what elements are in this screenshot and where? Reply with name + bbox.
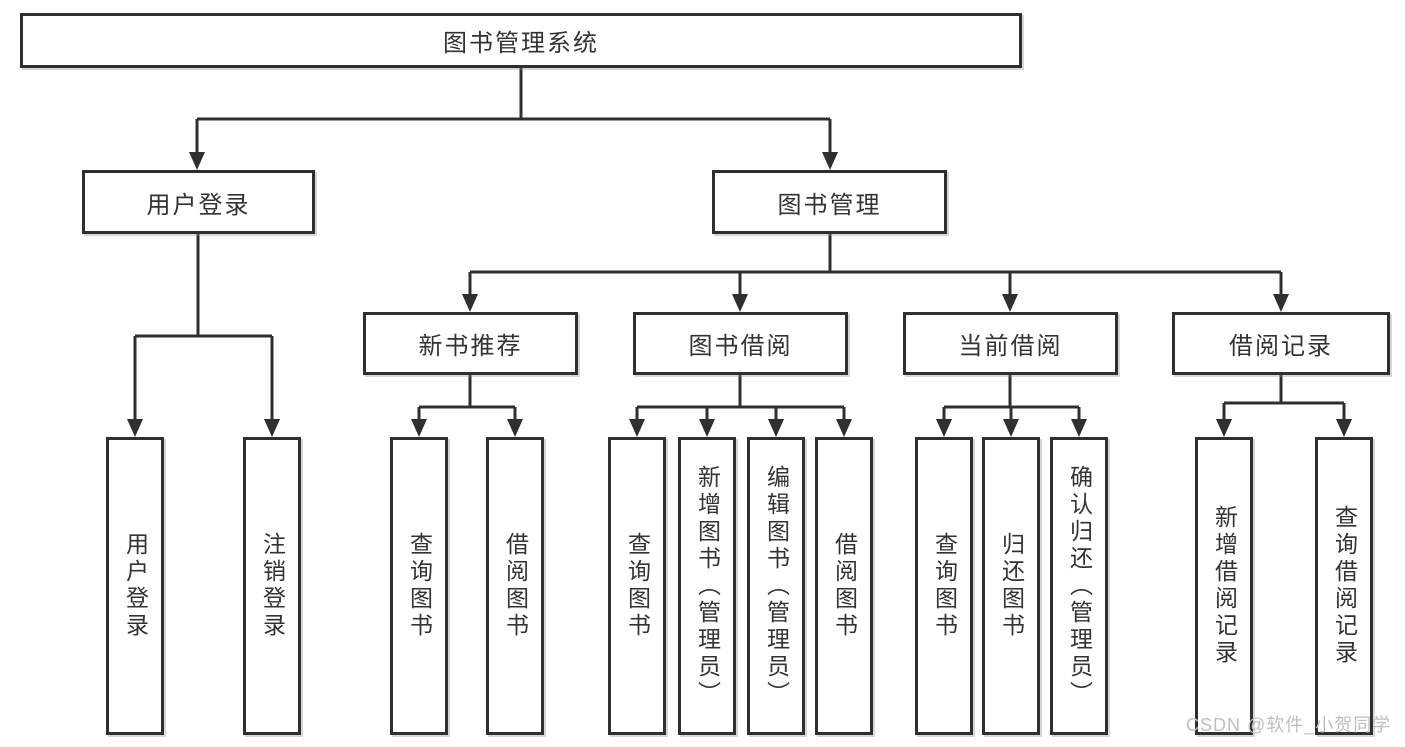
arrowhead-icon <box>699 419 715 437</box>
arrowhead-icon <box>189 152 205 170</box>
node-current-borrow: 当前借阅 <box>903 312 1118 375</box>
connector-new-book <box>417 375 517 421</box>
connector-lines <box>133 68 1346 421</box>
leaf-query-book-2: 查询图书 <box>608 437 666 735</box>
connector-root <box>195 68 832 154</box>
leaf-confirm-return-admin: 确认归还（管理员） <box>1050 437 1108 735</box>
arrowhead-icon <box>822 152 838 170</box>
arrowhead-icon <box>411 419 427 437</box>
leaf-borrow-book-1: 借阅图书 <box>486 437 544 735</box>
leaf-query-borrow-record: 查询借阅记录 <box>1315 437 1373 735</box>
arrowhead-icon <box>1273 294 1289 312</box>
arrowhead-icon <box>629 419 645 437</box>
node-borrow-record: 借阅记录 <box>1172 312 1390 375</box>
node-new-book-recommend: 新书推荐 <box>363 312 578 375</box>
arrowhead-icon <box>1336 419 1352 437</box>
arrowhead-icon <box>1216 419 1232 437</box>
leaf-add-book-admin: 新增图书（管理员） <box>678 437 736 735</box>
csdn-watermark: CSDN @软件_小贺同学 <box>1186 715 1392 735</box>
arrowhead-icon <box>507 419 523 437</box>
arrowhead-icon <box>836 419 852 437</box>
arrowhead-icon <box>462 294 478 312</box>
leaf-user-login: 用户登录 <box>106 437 164 735</box>
arrowhead-icon <box>1003 419 1019 437</box>
connector-current-borrow <box>942 375 1081 421</box>
arrowheads <box>127 152 1352 437</box>
node-root: 图书管理系统 <box>20 13 1022 68</box>
arrowhead-icon <box>1002 294 1018 312</box>
connector-borrow-record <box>1222 375 1346 421</box>
arrowhead-icon <box>732 294 748 312</box>
arrowhead-icon <box>936 419 952 437</box>
leaf-query-book-3: 查询图书 <box>915 437 973 735</box>
arrowhead-icon <box>1071 419 1087 437</box>
leaf-logout: 注销登录 <box>243 437 301 735</box>
node-book-management: 图书管理 <box>712 170 947 234</box>
arrowhead-icon <box>264 419 280 437</box>
arrowhead-icon <box>768 419 784 437</box>
leaf-edit-book-admin: 编辑图书（管理员） <box>747 437 805 735</box>
leaf-add-borrow-record: 新增借阅记录 <box>1195 437 1253 735</box>
leaf-borrow-book-2: 借阅图书 <box>815 437 873 735</box>
connector-book-borrow <box>635 375 846 421</box>
connector-user-login <box>133 234 274 421</box>
arrowhead-icon <box>127 419 143 437</box>
node-user-login: 用户登录 <box>82 170 315 234</box>
leaf-query-book-1: 查询图书 <box>390 437 448 735</box>
connector-book-management <box>468 234 1283 296</box>
node-book-borrow: 图书借阅 <box>633 312 848 375</box>
leaf-return-book: 归还图书 <box>982 437 1040 735</box>
